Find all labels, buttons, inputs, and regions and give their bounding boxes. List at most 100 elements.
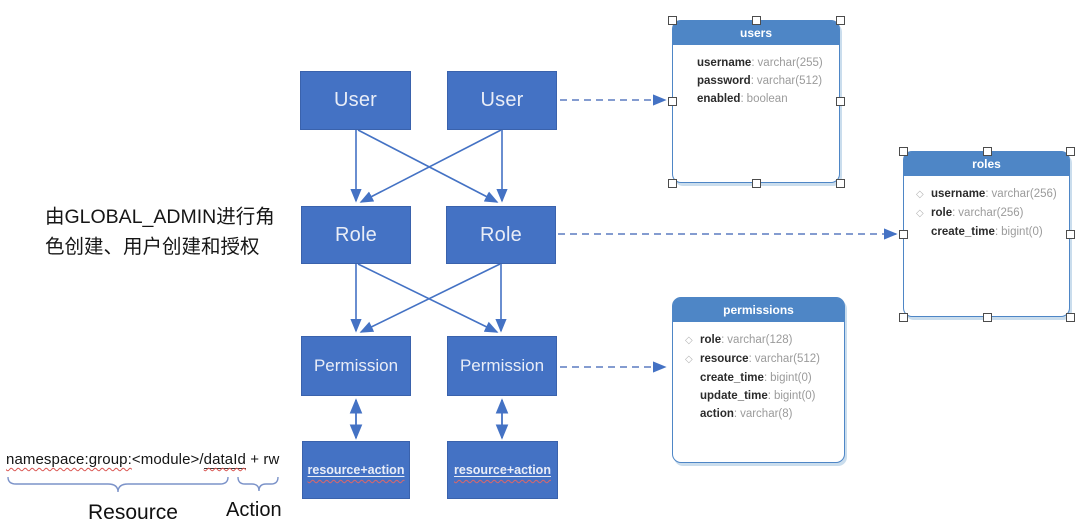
users-column-password: password:varchar(512)	[697, 72, 833, 90]
admin-note-line2: 色创建、用户创建和授权	[45, 236, 260, 258]
action-underbrace	[237, 476, 279, 492]
users-table[interactable]: users username:varchar(255) password:var…	[672, 20, 840, 183]
key-diamond-icon: ◇	[916, 189, 924, 200]
admin-note: 由GLOBAL_ADMIN进行角 色创建、用户创建和授权	[45, 202, 295, 262]
arrow-userR-roleL	[359, 129, 502, 203]
column-separator: :	[751, 57, 755, 69]
permissions-table-title: permissions	[673, 298, 844, 322]
selection-handle[interactable]	[836, 97, 845, 106]
selection-handle[interactable]	[1066, 313, 1075, 322]
column-separator: :	[740, 93, 744, 105]
resource-action-box-left[interactable]: resource+action	[302, 441, 410, 499]
column-type: bigint(0)	[770, 372, 812, 384]
permissions-column-role: ◇ role:varchar(128)	[685, 331, 838, 350]
column-separator: :	[994, 226, 999, 238]
resource-underbrace	[7, 476, 229, 493]
column-type: bigint(0)	[773, 390, 816, 402]
key-diamond-icon: ◇	[916, 208, 924, 219]
resource-label: Resource	[88, 501, 178, 524]
role-box-right[interactable]: Role	[446, 206, 556, 264]
column-separator: :	[767, 390, 771, 402]
column-name: enabled	[697, 93, 741, 105]
column-name: role	[931, 207, 953, 219]
permission-box-left[interactable]: Permission	[301, 336, 411, 396]
column-separator: :	[763, 372, 768, 384]
column-name: create_time	[931, 226, 995, 238]
permissions-table[interactable]: permissions ◇role:varchar(128) ◇resource…	[672, 297, 845, 463]
column-type: varchar(512)	[754, 353, 820, 365]
arrow-roleL-permR	[357, 263, 499, 333]
column-type: bigint(0)	[1001, 226, 1043, 238]
users-table-title: users	[673, 21, 839, 45]
arrow-userL-roleR	[357, 129, 499, 203]
admin-note-line1: 由GLOBAL_ADMIN进行角	[45, 206, 275, 228]
selection-handle[interactable]	[983, 147, 992, 156]
column-type: varchar(256)	[958, 207, 1024, 219]
resource-action-left-squiggle: resource+action	[308, 463, 405, 477]
column-separator: :	[733, 408, 738, 420]
column-type: varchar(255)	[757, 57, 823, 69]
roles-column-username: ◇ username:varchar(256)	[916, 185, 1063, 204]
column-separator: :	[750, 75, 754, 87]
column-type: boolean	[746, 93, 788, 105]
resource-expression: namespace:group:<module>/dataId + rw	[6, 451, 280, 469]
column-name: username	[931, 188, 986, 200]
permission-box-left-label: Permission	[313, 356, 399, 375]
role-box-right-label: Role	[480, 223, 522, 246]
column-separator: :	[985, 188, 989, 200]
roles-table[interactable]: roles ◇username:varchar(256) ◇role:varch…	[903, 151, 1070, 317]
column-name: update_time	[700, 390, 768, 402]
resource-action-left-label: resource+action	[307, 463, 405, 477]
key-diamond-icon: ◇	[685, 354, 693, 365]
permissions-column-resource: ◇resource:varchar(512)	[685, 350, 838, 369]
selection-handle[interactable]	[1066, 230, 1075, 239]
selection-handle[interactable]	[752, 16, 761, 25]
selection-handle[interactable]	[899, 313, 908, 322]
user-box-right-label: User	[480, 89, 524, 111]
column-separator: :	[721, 334, 725, 346]
user-box-left-label: User	[333, 89, 378, 111]
resource-action-right-label: resource+action	[454, 463, 551, 477]
column-name: password	[697, 75, 751, 87]
selection-handle[interactable]	[899, 230, 908, 239]
arrow-roleR-permL	[359, 263, 501, 333]
column-name: resource	[700, 353, 749, 365]
column-type: varchar(256)	[991, 188, 1057, 200]
permission-box-right-label: Permission	[459, 356, 545, 375]
column-separator: :	[952, 207, 956, 219]
role-box-left-label: Role	[335, 223, 377, 246]
column-type: varchar(512)	[756, 75, 823, 87]
key-diamond-icon: ◇	[685, 335, 693, 346]
action-label: Action	[226, 499, 282, 521]
column-name: create_time	[700, 372, 764, 384]
permissions-column-update-time: update_time:bigint(0)	[685, 387, 838, 405]
selection-handle[interactable]	[668, 179, 677, 188]
resource-action-box-right[interactable]: resource+action	[447, 441, 558, 499]
roles-column-role: ◇ role:varchar(256)	[916, 204, 1063, 223]
selection-handle[interactable]	[836, 16, 845, 25]
column-type: varchar(128)	[727, 334, 793, 346]
column-name: action	[700, 408, 734, 420]
expression-module: <module>/	[131, 451, 204, 468]
column-type: varchar(8)	[740, 408, 793, 420]
resource-action-right-squiggle: resource+action	[454, 463, 551, 477]
users-column-enabled: enabled:boolean	[697, 90, 833, 108]
expression-namespace-group: namespace:group:	[6, 451, 132, 468]
selection-handle[interactable]	[752, 179, 761, 188]
user-box-right[interactable]: User	[447, 71, 557, 130]
users-column-username: username:varchar(255)	[697, 54, 833, 72]
role-box-left[interactable]: Role	[301, 206, 411, 264]
column-name: role	[700, 334, 722, 346]
selection-handle[interactable]	[899, 147, 908, 156]
roles-column-create-time: create_time:bigint(0)	[916, 223, 1063, 241]
selection-handle[interactable]	[836, 179, 845, 188]
permission-box-right[interactable]: Permission	[447, 336, 557, 396]
expression-rw: + rw	[245, 451, 280, 468]
selection-handle[interactable]	[1066, 147, 1075, 156]
expression-dataid: dataId	[203, 451, 246, 469]
selection-handle[interactable]	[668, 97, 677, 106]
permissions-column-create-time: create_time:bigint(0)	[685, 369, 838, 387]
selection-handle[interactable]	[983, 313, 992, 322]
user-box-left[interactable]: User	[300, 71, 411, 130]
selection-handle[interactable]	[668, 16, 677, 25]
